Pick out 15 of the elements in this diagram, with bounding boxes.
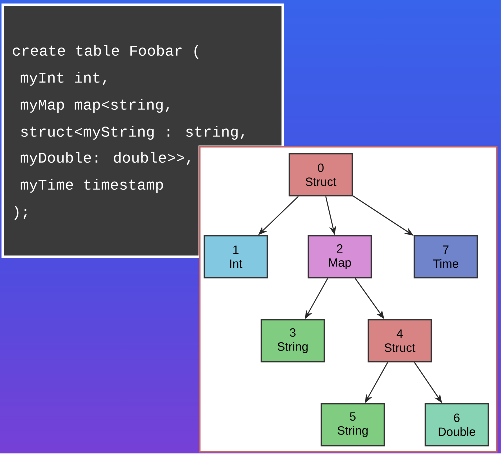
type-box: 1 Int bbox=[204, 235, 268, 279]
type-box: 0 Struct bbox=[288, 153, 354, 197]
code-line: struct<myString : string, bbox=[21, 126, 244, 140]
code-line: myMap map<string, bbox=[20, 99, 170, 113]
code-line: myTime timestamp bbox=[20, 179, 164, 193]
type-box: 7 Time bbox=[414, 235, 478, 279]
type-box: 6 Double bbox=[424, 403, 490, 447]
code-line: ); bbox=[14, 206, 27, 220]
type-box: 2 Map bbox=[308, 235, 372, 279]
type-box: 4 Struct bbox=[368, 319, 432, 363]
code-line: myDouble: double>>, bbox=[20, 152, 190, 166]
code-line: myInt int, bbox=[20, 72, 106, 86]
code-line: create table Foobar ( bbox=[13, 45, 199, 59]
type-box: 3 String bbox=[260, 319, 326, 363]
type-box: 5 String bbox=[320, 403, 386, 447]
